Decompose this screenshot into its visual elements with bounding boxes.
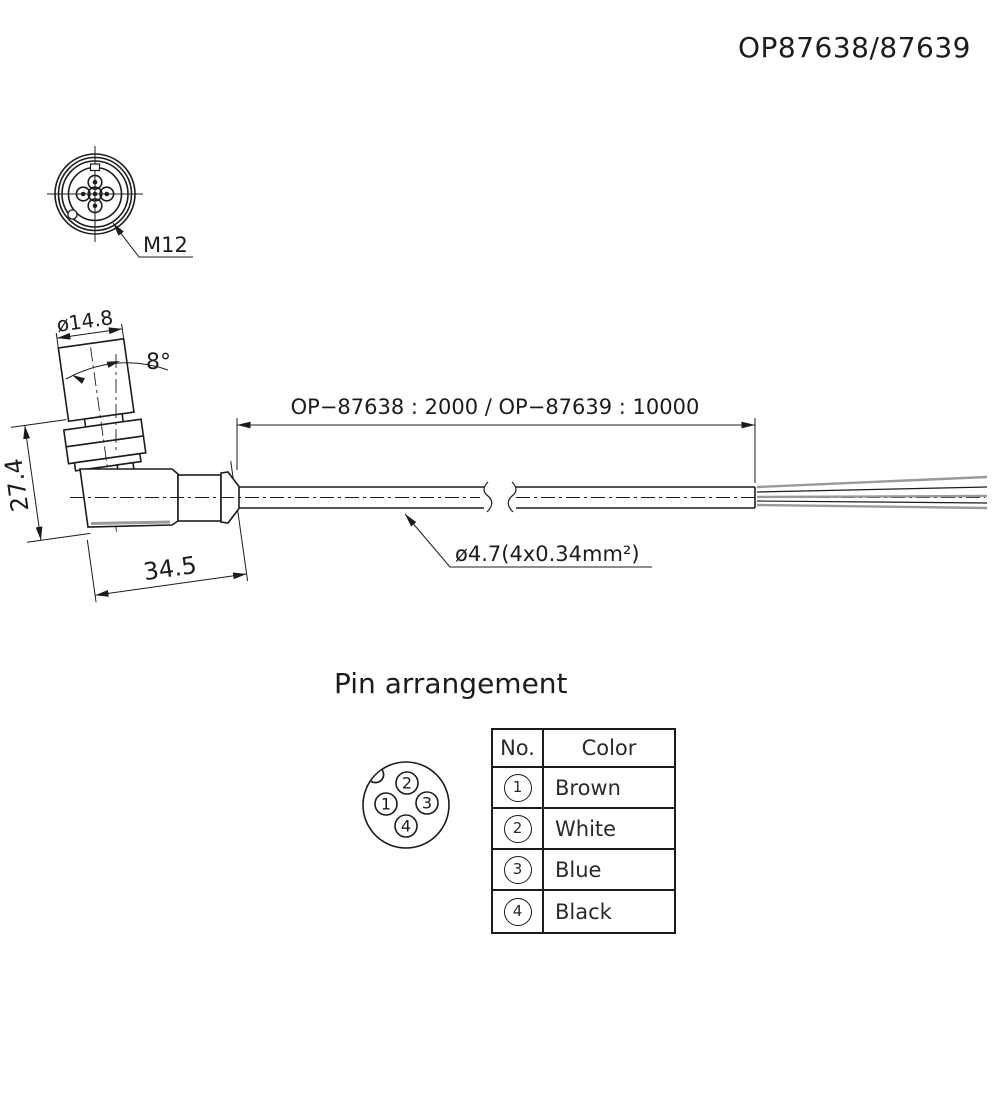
loose-wires <box>756 475 988 510</box>
dim-34-5-label: 34.5 <box>142 551 199 586</box>
pin-2-label: 2 <box>402 774 412 793</box>
drawing-title: OP87638/87639 <box>738 31 971 64</box>
connector-nut-group: ø14.8 27.4 34.5 <box>0 305 249 603</box>
angle-arrow-right <box>106 361 120 368</box>
table-row-1-no: 1 <box>493 768 544 809</box>
dim-27-4: 27.4 <box>0 419 91 543</box>
cable-diameter-label: ø4.7(4x0.34mm²) <box>455 542 640 566</box>
pin-arrangement: Pin arrangement 2 1 3 4 <box>334 667 568 849</box>
dim-length: OP−87638 : 2000 / OP−87639 : 10000 <box>236 395 756 483</box>
pin-face-circle <box>362 761 450 849</box>
front-view-pins <box>75 174 115 214</box>
pin-1-label: 1 <box>381 795 391 814</box>
m12-leader-line <box>112 222 193 258</box>
pin-number-badge: 2 <box>503 814 532 843</box>
body-block <box>79 468 179 528</box>
outer-ring-1 <box>54 153 136 235</box>
pin-4-label: 4 <box>401 817 411 836</box>
nut-band-1 <box>57 337 135 423</box>
pin-color-table: No. Color 1 Brown 2 White 3 Blue 4 Black <box>491 728 676 934</box>
m12-label: M12 <box>143 233 188 257</box>
pin-arrangement-title: Pin arrangement <box>334 667 568 700</box>
nut-band-4 <box>73 452 142 472</box>
elbow-body <box>70 468 480 528</box>
pin-markers <box>374 771 439 838</box>
dim-length-label: OP−87638 : 2000 / OP−87639 : 10000 <box>291 395 700 419</box>
pin-number-badge: 4 <box>503 897 532 926</box>
break-mark-left <box>483 481 493 513</box>
cable <box>239 475 988 513</box>
cable-leader-line <box>404 513 652 568</box>
angle-arrow-left <box>72 375 85 384</box>
side-view: ø14.8 27.4 34.5 8° <box>0 305 988 603</box>
pin-number-badge: 3 <box>503 855 532 884</box>
body-hatch <box>90 520 171 525</box>
dim-14-8-label: ø14.8 <box>55 305 115 337</box>
key-notch-side <box>67 209 78 220</box>
table-row-2-no: 2 <box>493 809 544 850</box>
table-row-3-no: 3 <box>493 850 544 891</box>
angle-arc <box>65 362 169 380</box>
pin-number-badge: 1 <box>503 773 532 802</box>
dim-angle: 8° <box>65 350 171 450</box>
front-view: M12 <box>47 146 193 258</box>
table-row-3-color: Blue <box>544 850 674 891</box>
table-row-4-color: Black <box>555 899 612 924</box>
cable-callout: ø4.7(4x0.34mm²) <box>404 513 652 568</box>
table-row-4-no: 4 <box>493 891 544 932</box>
outer-ring-3 <box>61 160 129 228</box>
key-notch-top <box>89 163 101 172</box>
table-row-2-color: White <box>544 809 674 850</box>
dim-angle-label: 8° <box>146 350 171 375</box>
pin-3-label: 3 <box>422 794 432 813</box>
body-cylinder <box>177 474 222 522</box>
table-header-color: Color <box>544 730 674 768</box>
break-mark-right <box>507 481 517 513</box>
dim-27-4-label: 27.4 <box>0 457 35 514</box>
outer-ring-2 <box>57 156 133 232</box>
table-row-1-color: Brown <box>544 768 674 809</box>
table-header-no: No. <box>493 730 544 768</box>
